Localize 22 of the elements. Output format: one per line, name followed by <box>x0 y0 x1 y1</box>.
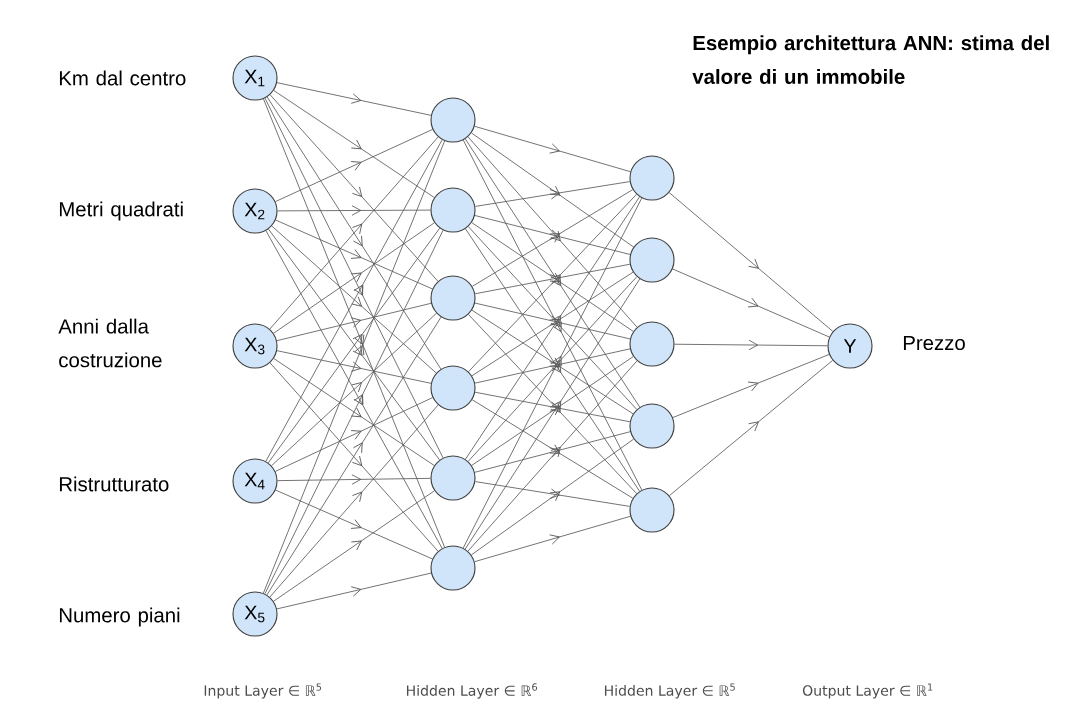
neuron-circle <box>430 545 476 591</box>
neuron-circle <box>629 155 675 201</box>
layer-label: Input Layer ∈ ℝ$^{5}$ <box>204 683 322 699</box>
node-label: Km dal centro <box>59 70 186 86</box>
layer-label: Hidden Layer ∈ ℝ$^{5}$ <box>605 683 735 699</box>
node-label: Numero piani <box>59 607 180 627</box>
neuron-circle <box>430 187 476 233</box>
node-label: Ristrutturato <box>59 476 169 492</box>
neuron-circle <box>430 275 476 321</box>
title: Esempio architettura ANN: stima del valore di un immobile <box>692 35 1049 84</box>
node-label: Metri quadrati <box>59 201 183 221</box>
neuron-circle <box>430 365 476 411</box>
layer-label: Hidden Layer ∈ ℝ$^{6}$ <box>407 683 538 699</box>
neuron-circle <box>629 487 675 533</box>
neuron-circle <box>629 321 675 367</box>
layer-label: Output Layer ∈ ℝ$^{1}$ <box>802 683 933 699</box>
neuron-circle <box>430 97 476 143</box>
node-label: Prezzo <box>903 335 965 351</box>
neuron-circle <box>430 455 476 501</box>
neuron-circle <box>629 403 675 449</box>
neuron-circle <box>629 237 675 283</box>
node-label: Anni dalla costruzione <box>58 318 162 368</box>
